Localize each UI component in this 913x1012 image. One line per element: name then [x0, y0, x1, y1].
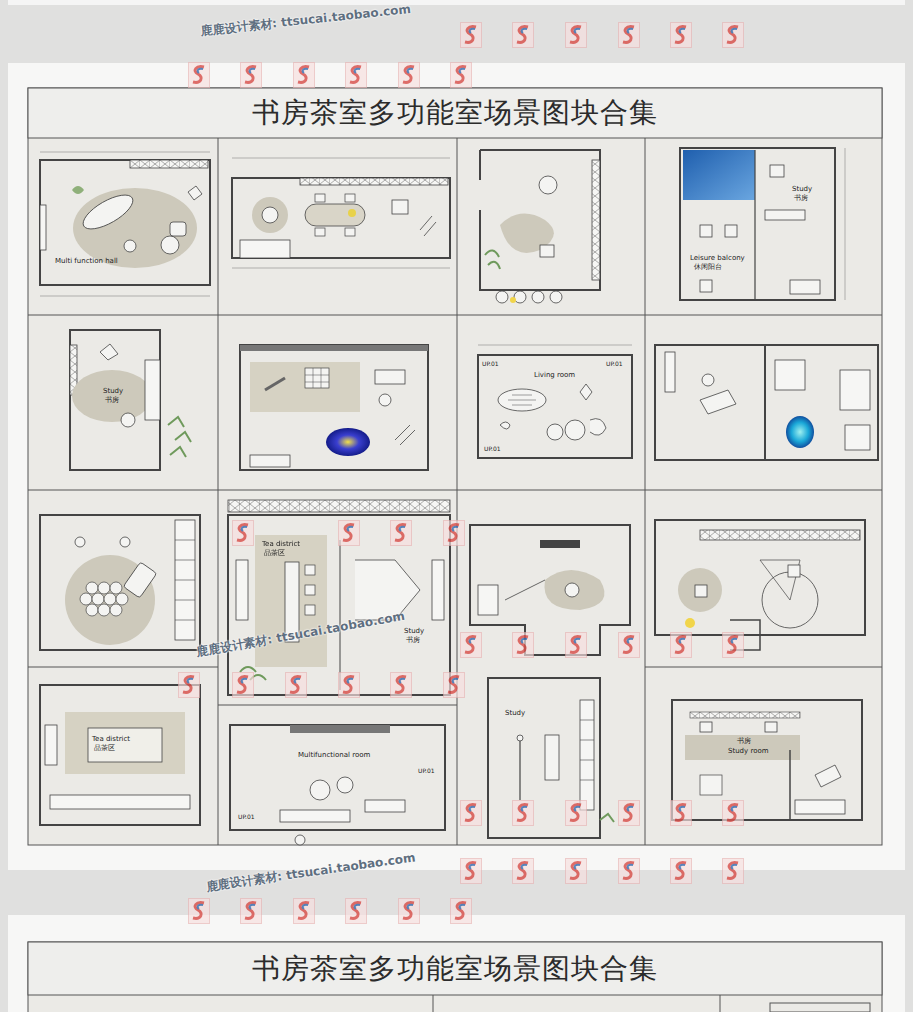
title-band: 书房茶室多功能室场景图块合集: [28, 942, 882, 995]
room-label: 书房: [794, 195, 808, 203]
room-label: 书房: [737, 738, 751, 746]
title-band: 书房茶室多功能室场景图块合集: [28, 88, 882, 138]
room-label: Study: [505, 710, 525, 718]
room-label: UP.01: [482, 361, 499, 368]
room-label: Multi function hall: [55, 258, 118, 266]
room-label: 品茶区: [264, 550, 285, 558]
room-label: Study: [404, 628, 424, 636]
room-label: UP.01: [238, 814, 255, 821]
room-label: 品茶区: [94, 745, 115, 753]
room-label: Study room: [728, 748, 769, 756]
title-text: 书房茶室多功能室场景图块合集: [252, 94, 658, 132]
room-label: 休闲阳台: [694, 264, 722, 272]
room-label: 书房: [105, 397, 119, 405]
room-label: Multifunctional room: [298, 752, 370, 760]
room-label: Living room: [534, 372, 575, 380]
room-label: Study: [792, 186, 812, 194]
room-label: 书房: [406, 637, 420, 645]
title-text: 书房茶室多功能室场景图块合集: [252, 950, 658, 988]
room-label: UP.01: [418, 768, 435, 775]
room-label: UP.01: [606, 361, 623, 368]
room-label: UP.01: [484, 446, 501, 453]
room-label: Study: [103, 388, 123, 396]
room-label: Leisure balcony: [690, 255, 745, 263]
room-label: Tea district: [92, 736, 130, 744]
room-label: Tea district: [262, 541, 300, 549]
watermark-text: 鹿鹿设计素材: ttsucai.taobao.com: [200, 3, 412, 38]
